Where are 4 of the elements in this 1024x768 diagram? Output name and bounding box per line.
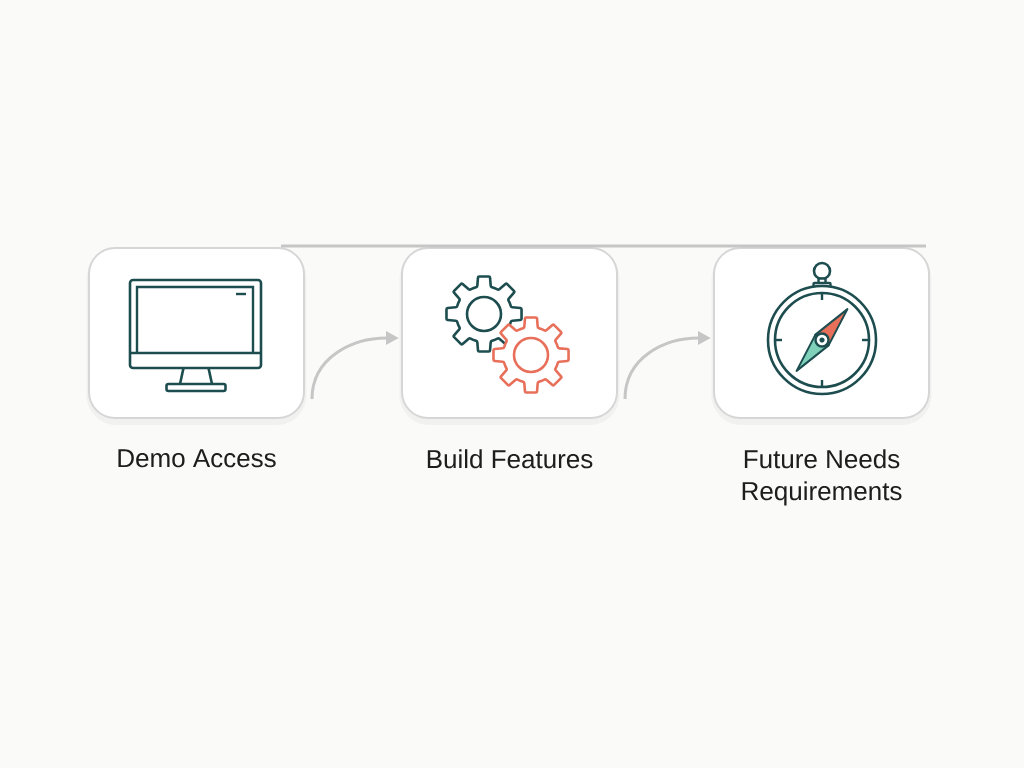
step-label: Build Features — [427, 449, 593, 469]
step-label: Future Needs Requirements — [742, 449, 902, 506]
step-label: Demo Access — [118, 449, 276, 468]
connector-line — [281, 244, 926, 248]
